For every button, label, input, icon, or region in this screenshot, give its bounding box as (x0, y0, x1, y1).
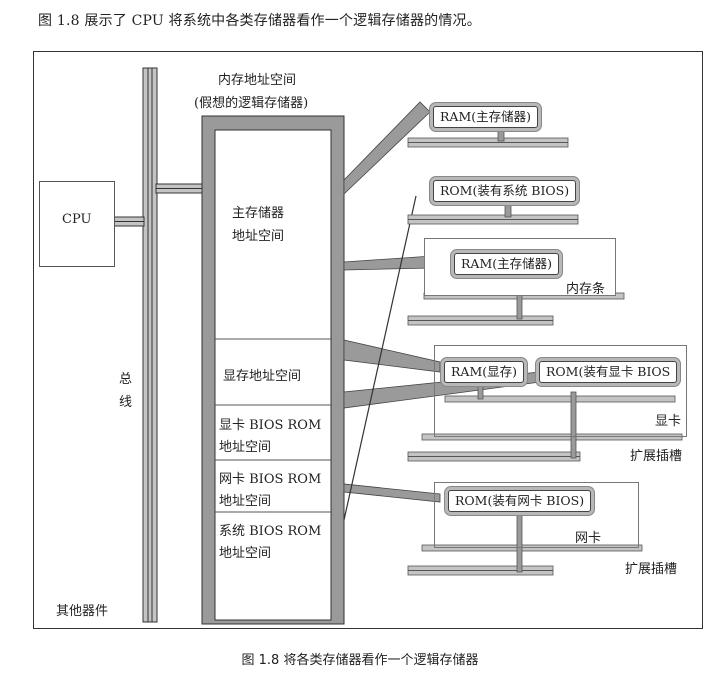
address-space-subtitle: (假想的逻辑存储器) (194, 96, 309, 111)
bus-address-connector (155, 183, 207, 194)
chip-ram-memory-stick: RAM(主存储器) (454, 253, 559, 275)
network-card-board (434, 482, 639, 548)
chip-ram-video: RAM(显存) (444, 361, 524, 383)
segment-sys-bios: 系统 BIOS ROM (219, 524, 322, 539)
memory-stick-label: 内存条 (566, 282, 606, 297)
cpu-bus-connector (113, 216, 145, 227)
chip-rom-video-bios: ROM(装有显卡 BIOS (539, 361, 678, 383)
segment-video-memory: 显存地址空间 (223, 369, 302, 384)
intro-text: 图 1.8 展示了 CPU 将系统中各类存储器看作一个逻辑存储器的情况。 (38, 13, 481, 29)
expansion-slot-label-2: 扩展插槽 (625, 562, 678, 577)
expansion-slot-label-1: 扩展插槽 (630, 449, 683, 464)
chip-ram-main: RAM(主存储器) (433, 106, 538, 128)
system-bus (142, 67, 158, 623)
segment-main-memory-sub: 地址空间 (232, 229, 285, 244)
chip-rom-system-bios: ROM(装有系统 BIOS) (433, 180, 577, 202)
other-devices-label: 其他器件 (56, 604, 109, 619)
chip-rom-nic-bios: ROM(装有网卡 BIOS) (448, 490, 592, 512)
bus-label-top: 总 (119, 372, 133, 387)
bus-label-bottom: 线 (119, 395, 133, 410)
segment-nic-bios-sub: 地址空间 (219, 494, 272, 509)
video-card-board (434, 345, 687, 437)
address-space-title: 内存地址空间 (218, 73, 297, 88)
network-card-label: 网卡 (575, 531, 602, 546)
figure-caption: 图 1.8 将各类存储器看作一个逻辑存储器 (241, 653, 479, 668)
segment-main-memory: 主存储器 (232, 206, 285, 221)
segment-video-bios-sub: 地址空间 (219, 440, 272, 455)
cpu-label: CPU (62, 212, 92, 227)
diagram-frame (33, 51, 703, 629)
cpu-box (39, 181, 115, 267)
segment-sys-bios-sub: 地址空间 (219, 546, 272, 561)
video-card-label: 显卡 (655, 414, 682, 429)
segment-nic-bios: 网卡 BIOS ROM (219, 472, 322, 487)
segment-video-bios: 显卡 BIOS ROM (219, 418, 322, 433)
